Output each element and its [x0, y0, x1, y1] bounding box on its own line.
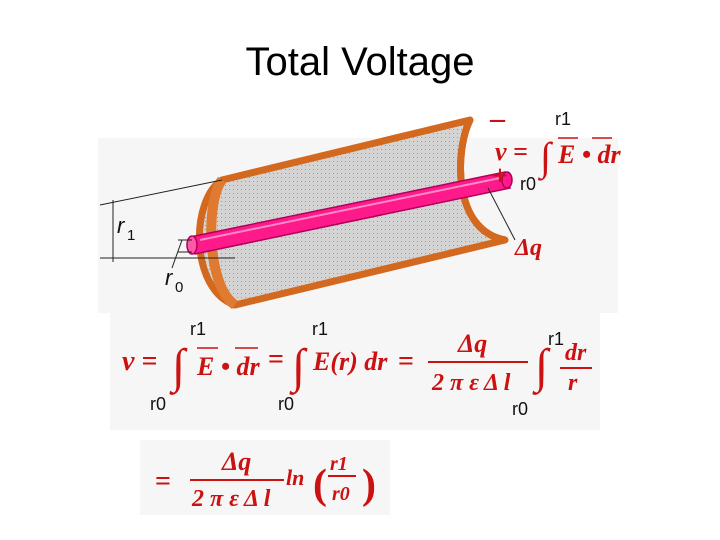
result-eq: =	[155, 466, 171, 497]
main-upper-limit-3: r1	[548, 329, 564, 349]
main-part1: E • dr	[196, 352, 260, 381]
slide-title: Total Voltage	[245, 40, 475, 84]
inner-conductor	[186, 171, 513, 255]
top-upper-limit: r1	[555, 109, 571, 129]
top-lower-limit: r0	[520, 174, 536, 194]
main-v: v =	[122, 346, 157, 377]
main-inner-numerator: dr	[565, 340, 587, 366]
main-lower-limit-2: r0	[278, 394, 294, 414]
label-r0-subscript: 0	[175, 279, 183, 296]
main-integral-sign-3: ∫	[532, 340, 551, 395]
plus-sign: +	[492, 161, 508, 192]
equation-background	[110, 312, 600, 430]
result-left-paren: (	[313, 462, 327, 508]
main-integral-sign-2: ∫	[289, 340, 308, 395]
result-arg-denominator: r0	[332, 483, 350, 505]
top-integral-sign: ∫	[537, 134, 554, 181]
result-denominator: 2 π ε Δ l	[191, 486, 271, 512]
main-equation: v = ∫ r1 r0 E • dr = ∫ r1 r0 E(r) dr = Δ…	[122, 319, 592, 419]
minus-sign: –	[489, 102, 506, 135]
result-arg-numerator: r1	[330, 453, 348, 475]
result-background	[140, 440, 390, 515]
main-upper-limit-1: r1	[190, 319, 206, 339]
result-right-paren: )	[362, 462, 376, 508]
dimension-lines	[99, 179, 516, 269]
main-integral-sign-1: ∫	[169, 340, 188, 395]
label-r0: r	[165, 265, 174, 290]
result-ln: ln	[286, 465, 304, 490]
main-numerator: Δq	[457, 329, 487, 358]
top-equation: v = ∫ r1 r0 E • dr	[495, 109, 621, 194]
charge-label: Δq	[514, 235, 542, 261]
main-eq2: =	[398, 346, 414, 377]
main-upper-limit-2: r1	[312, 319, 328, 339]
main-lower-limit-3: r0	[512, 399, 528, 419]
main-part2: E(r) dr	[312, 347, 388, 376]
result-equation: = Δq 2 π ε Δ l ln ( r1 r0 )	[155, 447, 376, 512]
result-numerator: Δq	[221, 447, 251, 476]
top-integrand: E • dr	[557, 140, 621, 169]
top-v: v =	[495, 137, 528, 166]
label-r1: r	[117, 213, 126, 238]
main-lower-limit-1: r0	[150, 394, 166, 414]
main-denominator: 2 π ε Δ l	[431, 370, 511, 396]
main-inner-denominator: r	[568, 370, 578, 396]
label-r1-subscript: 1	[127, 227, 135, 244]
main-eq1: =	[268, 344, 284, 375]
